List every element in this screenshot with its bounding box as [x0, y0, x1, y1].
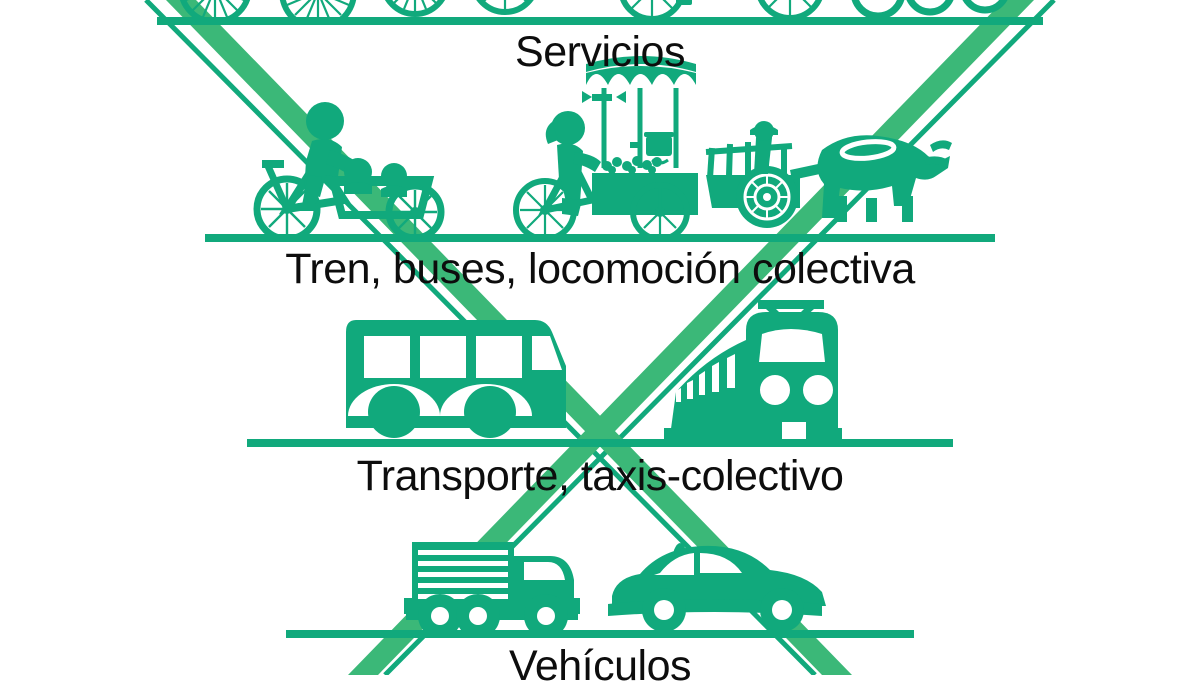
bicycle-wheel-icon — [178, 0, 252, 20]
tier-divider-2 — [205, 234, 995, 242]
pyramid-side-bands — [166, 0, 1034, 675]
tier-servicios-icons — [253, 56, 952, 238]
tier-divider-4 — [286, 630, 914, 638]
bus-icon — [346, 320, 566, 438]
bicycle-wheel-icon — [380, 0, 450, 17]
taxi-icon — [608, 543, 826, 632]
bicycle-icon — [850, 0, 1011, 20]
infographic-canvas: Servicios Tren, buses, locomoción colect… — [144, 0, 1056, 690]
tier-divider-1 — [157, 17, 1043, 25]
cargo-bike-with-children-icon — [253, 102, 445, 238]
tier-colectivo-icons — [346, 300, 842, 440]
bicycle-wheel-icon — [470, 0, 540, 15]
tier-bicicletas-icons — [178, 0, 1011, 20]
vendor-tricycle-icon — [513, 56, 698, 238]
bicycle-wheel-icon — [755, 0, 825, 20]
inverted-pyramid-diagram — [144, 0, 1056, 675]
awning-icon — [586, 56, 696, 85]
truck-icon — [404, 542, 580, 634]
tier-divider-3 — [247, 439, 953, 447]
train-icon — [664, 300, 842, 440]
ox-cart-icon — [705, 121, 952, 228]
bicycle-wheel-icon — [279, 0, 357, 20]
tier-vehiculos-icons — [404, 542, 826, 634]
